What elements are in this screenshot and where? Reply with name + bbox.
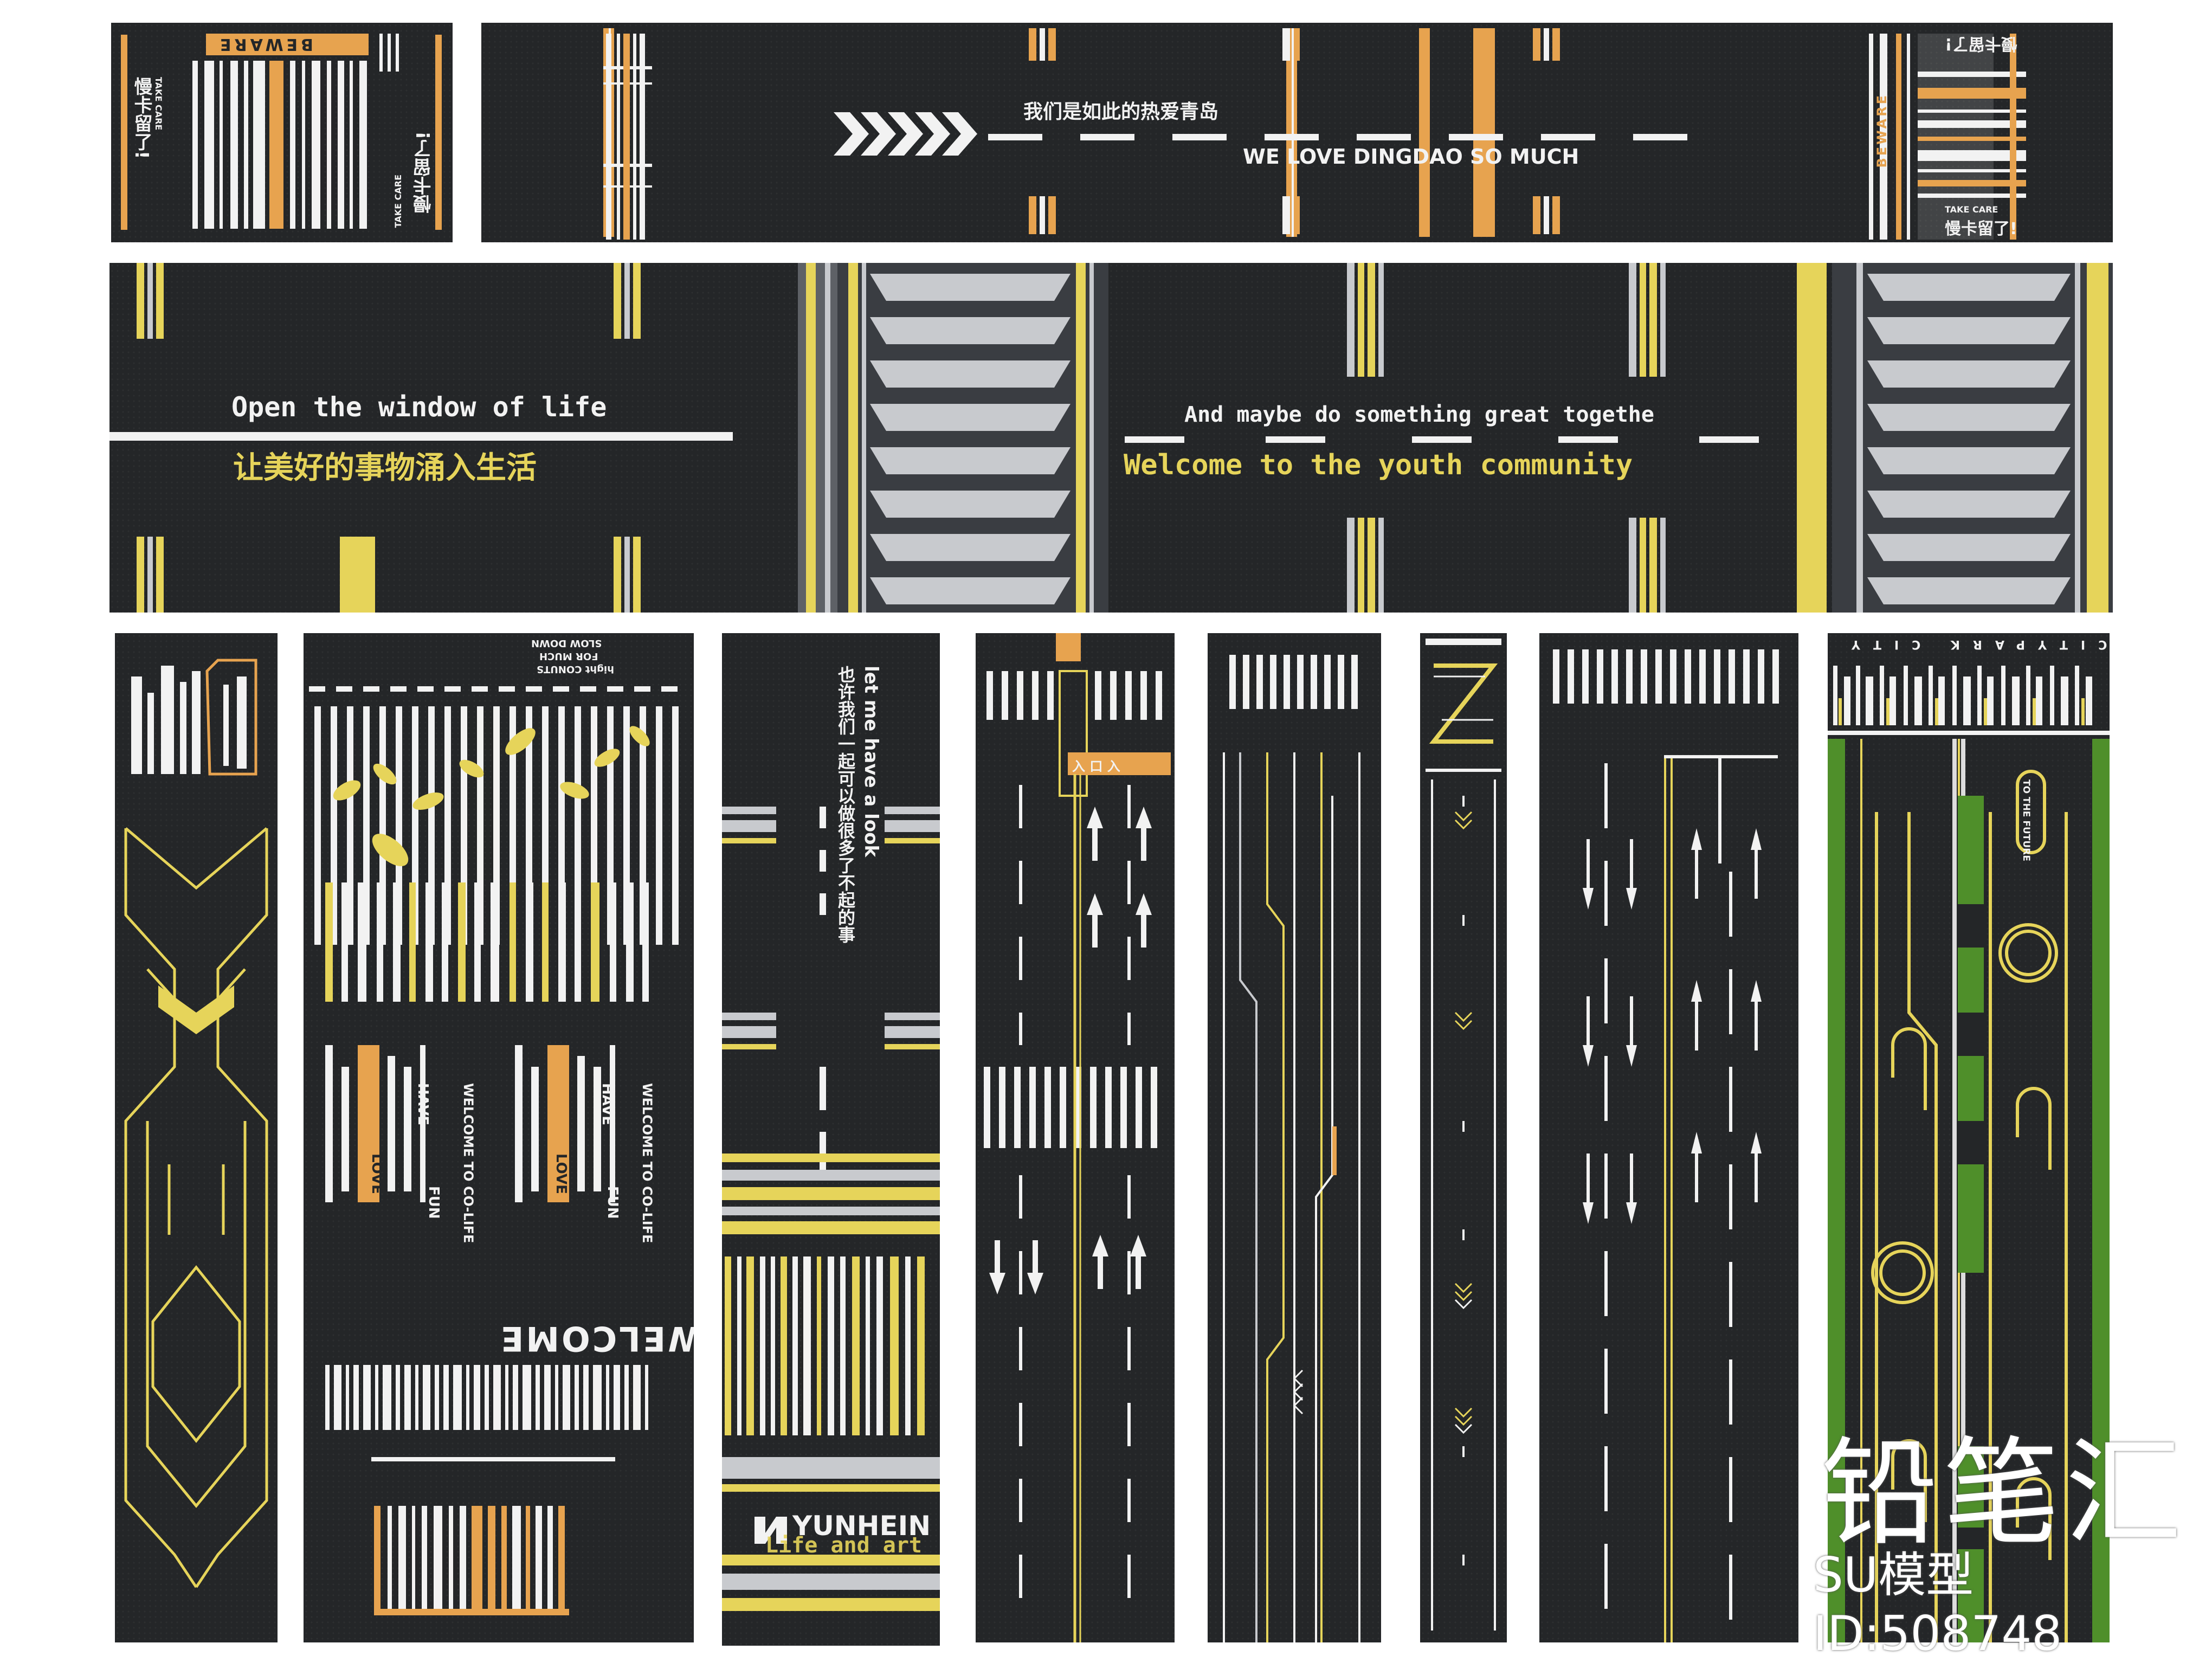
let-me-look-cn: 也许我们一起可以做很多了不起的事 [835,666,856,943]
have-label-1: HAVE [415,1083,431,1125]
tile6-graphics [309,686,679,1615]
tile2-graphics [603,28,2026,240]
life-and-art: Life and art [765,1533,922,1558]
tile12-graphics [1828,666,2110,1642]
window-of-life-cn: 让美好的事物涌入生活 [233,450,537,486]
road-tile-yunhein: let me have a look 也许我们一起可以做很多了不起的事 YUNH… [722,633,940,1646]
slow-down-line-3: hight CONUTS [537,663,614,675]
cn-warning-bottom: 慢卡留了! [1945,220,2017,239]
crosswalk-2-graphics [1832,263,2113,613]
road-tile-beware-small: BEWARE TAKE CARE 慢卡留了! TAKE CARE 慢卡留了! [111,23,453,242]
cn-warning-2: 慢卡留了! [413,131,435,214]
take-care-label-2: TAKE CARE [393,175,403,228]
something-great-en: And maybe do something great togethe [1184,402,1654,427]
beware-label-right: BEWARE [1874,93,1889,168]
headline-cn: 我们是如此的热爱青岛 [1023,101,1219,123]
tile11-graphics [1553,649,1779,1642]
fun-label-1: FUN [425,1186,442,1219]
entrance-sign: 入 口 入 [1072,759,1120,774]
slow-down-line-2: FOR MUCH [539,650,598,662]
cn-warning-top: 慢卡留了! [1945,34,2017,53]
take-care-label-1: TAKE CARE [153,77,164,131]
tile8-graphics [984,633,1171,1642]
have-label-2: HAVE [599,1083,615,1125]
welcome-co-life-1: WELCOME TO CO-LIFE [461,1083,476,1243]
love-label-2: LOVE [553,1154,569,1194]
beware-label: BEWARE [217,35,313,54]
crosswalk-1-graphics [837,263,1108,613]
road-tile-multi-arrows [1539,633,1798,1642]
to-the-future-label: TO THE FUTURE [2021,779,2032,861]
welcome-big: WELCOME [499,1319,694,1358]
tile5-graphics [124,659,268,1588]
love-label-1: LOVE [369,1154,385,1194]
road-tile-love-qingdao: 我们是如此的热爱青岛 WE LOVE DINGDAO SO MUCH BEWAR… [481,23,2113,242]
tile7-graphics [722,807,940,1611]
road-tile-welcome: SLOW DOWN FOR MUCH hight CONUTS HAVE LOV… [304,633,694,1642]
road-tile-crosswalk-1 [837,263,1108,613]
tile10-graphics [1426,639,1501,1631]
road-tile-crosswalk-2 [1832,263,2113,613]
headline-en: WE LOVE DINGDAO SO MUCH [1243,145,1579,169]
road-tile-youth-community: And maybe do something great togethe Wel… [1108,263,1832,613]
welcome-co-life-2: WELCOME TO CO-LIFE [640,1083,655,1243]
yunhein-brand: YUNHEIN [792,1510,931,1542]
road-tile-arrows-sign: 入 口 入 [976,633,1175,1642]
cn-warning-1: 慢卡留了! [131,77,152,159]
tile9-graphics [1223,655,1360,1642]
let-me-look-en: let me have a look [860,666,882,858]
watermark-brand: 铅笔汇 [1821,1425,2187,1561]
road-tile-hexagon-lines [115,633,278,1642]
fun-label-2: FUN [604,1186,621,1219]
road-tile-window-of-life: Open the window of life 让美好的事物涌入生活 [109,263,839,613]
take-care-right: TAKE CARE [1945,204,1998,215]
city-park-top-text: PARK CITYPARK CITY [1839,637,2110,651]
slow-down-line-1: SLOW DOWN [531,637,602,649]
road-tile-city-park: PARK CITYPARK CITY TO THE FUTURE [1828,633,2110,1642]
window-of-life-en: Open the window of life [231,391,607,423]
watermark-model-id: SU模型ID:508748 [1813,1547,2062,1661]
tile4-graphics [1125,263,1827,613]
youth-community-en: Welcome to the youth community [1124,449,1633,481]
tile1-graphics [121,34,442,230]
tile3-graphics [109,263,839,613]
road-tile-tech-lines [1208,633,1381,1642]
road-tile-narrow-z [1420,633,1507,1642]
